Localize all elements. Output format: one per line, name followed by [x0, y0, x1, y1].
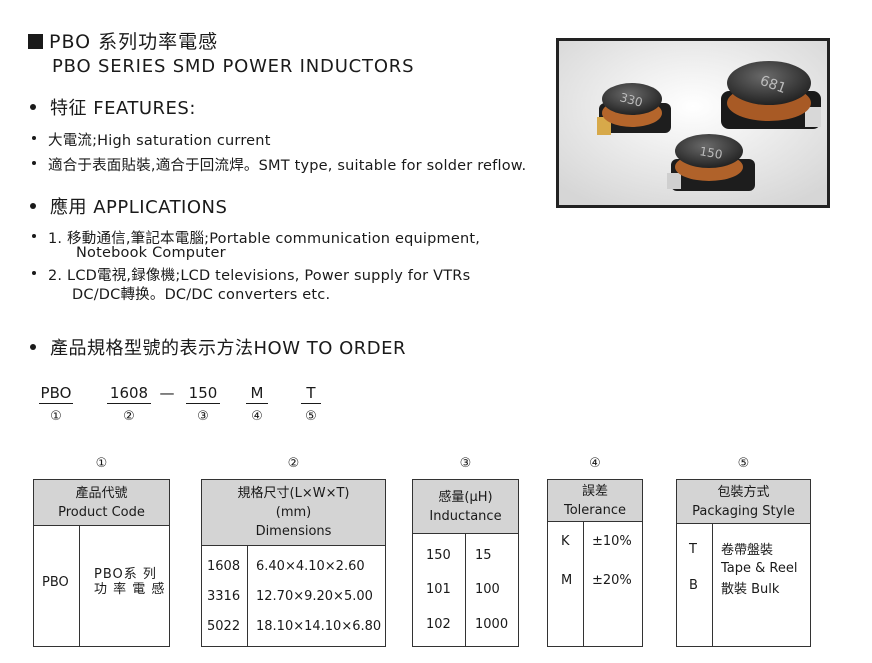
dimension-code: 1608 [207, 559, 241, 574]
inductance-code: 150 [426, 548, 451, 563]
bullet-icon [32, 136, 36, 140]
order-marker: ⑤ [305, 409, 317, 424]
tolerance-code: K [561, 534, 570, 549]
order-marker: ④ [251, 409, 263, 424]
bullet-icon [30, 104, 36, 110]
bullet-icon [32, 271, 36, 275]
inductor-330: 330 [597, 83, 671, 135]
order-marker: ② [123, 409, 135, 424]
dimensions-table: 規格尺寸(L×W×T) (mm) Dimensions 1608 6.40×4.… [201, 479, 386, 647]
application-item-cont: Notebook Computer [76, 245, 226, 261]
dimension-code: 3316 [207, 589, 241, 604]
product-code-table: 產品代號 Product Code PBO PBO系 列 功 率 電 感 [33, 479, 170, 647]
packaging-value: 卷帶盤裝 Tape & Reel [721, 543, 798, 576]
dimension-value: 12.70×9.20×5.00 [256, 589, 373, 604]
bullet-icon [30, 203, 36, 209]
features-heading: 特征 FEATURES: [30, 94, 196, 120]
table-marker: ① [95, 456, 108, 471]
how-to-order-heading: 產品規格型號的表示方法HOW TO ORDER [30, 334, 406, 360]
divider [247, 546, 248, 646]
feature-item: 大電流;High saturation current [32, 129, 271, 150]
packaging-header: 包裝方式 Packaging Style [677, 480, 810, 524]
title-en: PBO SERIES SMD POWER INDUCTORS [52, 56, 415, 77]
inductor-681: 681 [721, 61, 821, 129]
inductor-label: 150 [699, 144, 724, 162]
dimension-value: 18.10×14.10×6.80 [256, 619, 382, 634]
table-marker: ② [287, 456, 300, 471]
inductance-table: 感量(μH) Inductance 150 15 101 100 102 100… [412, 479, 519, 647]
table-marker: ③ [459, 456, 472, 471]
bullet-icon [30, 344, 36, 350]
order-dash: — [159, 384, 175, 402]
bullet-icon [32, 161, 36, 165]
order-marker: ③ [197, 409, 209, 424]
divider [79, 526, 80, 646]
application-item: 2. LCD電視,録像機;LCD televisions, Power supp… [32, 264, 470, 285]
inductor-photo-image: 330 681 150 [559, 41, 827, 205]
inductor-label: 330 [618, 90, 644, 109]
order-part-size: 1608 [106, 384, 152, 404]
tolerance-code: M [561, 573, 573, 588]
feature-item: 適合于表面貼裝,適合于回流焊。SMT type, suitable for so… [32, 154, 526, 175]
inductance-code: 102 [426, 617, 451, 632]
divider [465, 534, 466, 646]
tolerance-table: 誤差 Tolerance K ±10% M ±20% [547, 479, 643, 647]
table-marker: ④ [589, 456, 601, 471]
dimension-value: 6.40×4.10×2.60 [256, 559, 365, 574]
packaging-code: T [689, 542, 697, 557]
order-part-tolerance: M [244, 384, 270, 404]
packaging-code: B [689, 578, 698, 593]
applications-heading: 應用 APPLICATIONS [30, 193, 227, 219]
tolerance-value: ±10% [592, 534, 632, 549]
product-photo: 330 681 150 [556, 38, 830, 208]
inductance-header: 感量(μH) Inductance [413, 480, 518, 534]
packaging-table: 包裝方式 Packaging Style T 卷帶盤裝 Tape & Reel … [676, 479, 811, 647]
inductance-value: 1000 [475, 617, 509, 632]
order-part-packaging: T [298, 384, 324, 404]
square-bullet-icon [28, 34, 43, 49]
dimensions-header: 規格尺寸(L×W×T) (mm) Dimensions [202, 480, 385, 546]
product-code-header: 產品代號 Product Code [34, 480, 169, 526]
dimension-code: 5022 [207, 619, 241, 634]
bullet-icon [32, 234, 36, 238]
application-item: 1. 移動通信,筆記本電腦;Portable communication equ… [32, 227, 480, 248]
inductance-value: 100 [475, 582, 500, 597]
title-cn: PBO 系列功率電感 [28, 27, 218, 54]
inductance-value: 15 [475, 548, 492, 563]
order-marker: ① [50, 409, 62, 424]
table-marker: ⑤ [737, 456, 750, 471]
packaging-value: 散裝 Bulk [721, 582, 780, 597]
divider [712, 524, 713, 646]
tolerance-header: 誤差 Tolerance [548, 480, 642, 522]
inductor-150: 150 [667, 134, 755, 191]
application-item-cont: DC/DC轉换。DC/DC converters etc. [72, 287, 331, 303]
inductance-code: 101 [426, 582, 451, 597]
product-code-value: PBO [42, 575, 69, 590]
order-part-inductance: 150 [184, 384, 222, 404]
order-part-series: PBO [38, 384, 74, 404]
tolerance-value: ±20% [592, 573, 632, 588]
divider [583, 522, 584, 646]
product-code-desc: PBO系 列 功 率 電 感 [94, 567, 166, 597]
